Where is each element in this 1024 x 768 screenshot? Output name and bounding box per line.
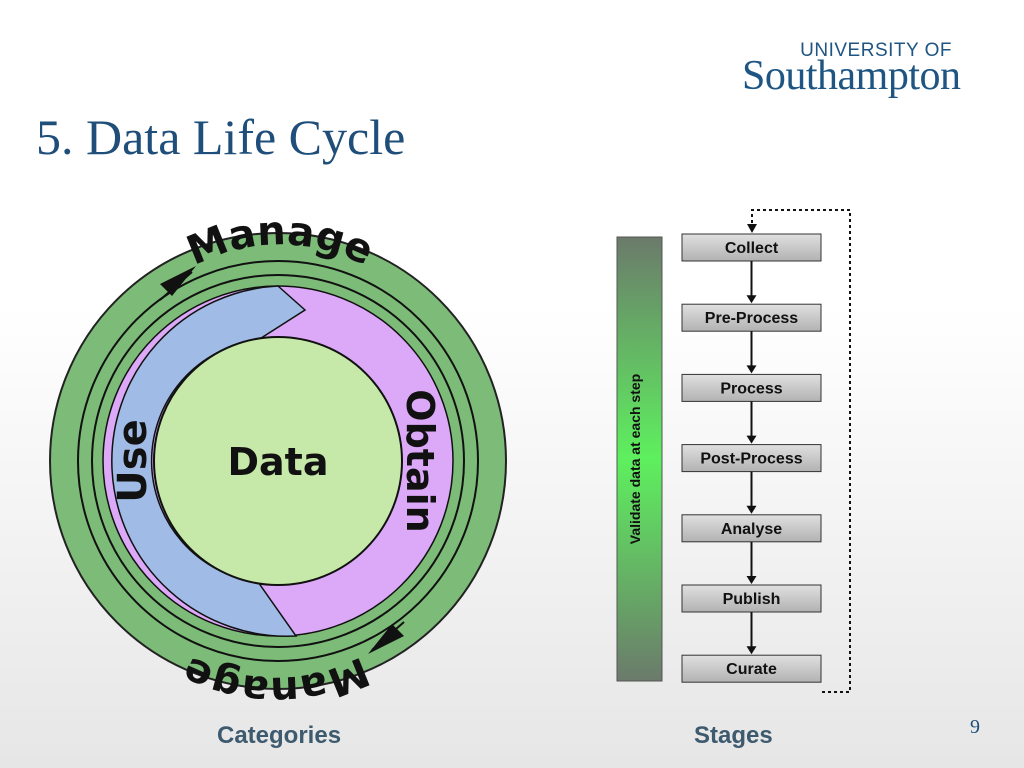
manage-top-arrow-icon	[160, 266, 196, 296]
manage-arc-ring	[77, 260, 479, 662]
stage-arrow-icon	[746, 505, 757, 514]
stage-box-collect	[681, 233, 822, 262]
stage-label-pre-process: Pre-Process	[705, 310, 798, 327]
stage-boxes: CollectPre-ProcessProcessPost-ProcessAna…	[681, 233, 822, 683]
validate-bar	[616, 236, 663, 682]
stage-label-process: Process	[720, 380, 782, 397]
stage-box-publish	[681, 584, 822, 613]
stage-label-collect: Collect	[725, 240, 779, 257]
page-number: 9	[970, 716, 980, 738]
slide-title: 5. Data Life Cycle	[36, 109, 406, 165]
stage-arrow-icon	[746, 435, 757, 444]
manage-bottom-arrow-icon	[368, 624, 404, 654]
categories-caption: Categories	[217, 722, 342, 749]
obtain-label: Obtain	[398, 389, 442, 532]
university-logo: UNIVERSITY OF Southampton	[742, 40, 982, 102]
use-label: Use	[110, 419, 156, 502]
feedback-arrow-icon	[747, 224, 757, 233]
stage-arrow-icon	[746, 576, 757, 584]
stage-box-analyse	[681, 514, 822, 543]
stage-label-publish: Publish	[723, 591, 781, 608]
logo-university-of: UNIVERSITY OF	[800, 40, 952, 61]
stage-arrow-icon	[746, 295, 757, 304]
data-center-circle	[153, 336, 403, 586]
stage-arrow-icon	[746, 365, 757, 374]
stage-box-curate	[681, 654, 822, 683]
data-center-label: Data	[228, 440, 329, 484]
stage-label-post-process: Post-Process	[700, 451, 802, 468]
stage-box-post-process	[681, 444, 822, 473]
stages-caption: Stages	[694, 722, 773, 749]
logo-southampton: Southampton	[742, 53, 961, 99]
feedback-loop	[751, 209, 851, 693]
stage-label-analyse: Analyse	[721, 521, 782, 538]
stages-flowchart: Validate data at each step CollectPre-Pr…	[616, 209, 851, 693]
use-band	[111, 285, 307, 637]
validate-label: Validate data at each step	[627, 374, 643, 544]
stage-box-pre-process	[681, 303, 822, 332]
data-cycle-diagram: Manage Manage Use Obtain Data	[49, 208, 507, 714]
stage-box-process	[681, 373, 822, 402]
stage-arrow-icon	[746, 646, 757, 655]
stage-label-curate: Curate	[726, 661, 777, 678]
